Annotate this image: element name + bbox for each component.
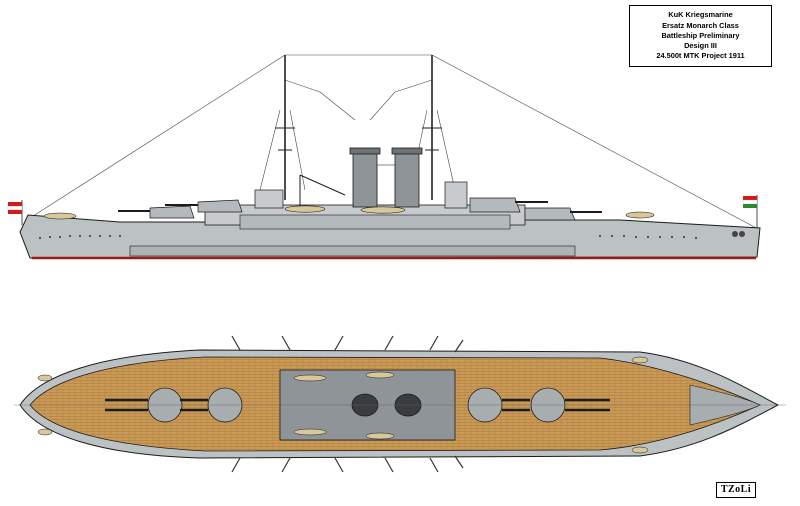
title-line-1: KuK Kriegsmarine — [668, 10, 733, 20]
stern-boat — [631, 356, 649, 364]
deck-boats — [293, 371, 395, 440]
portholes — [39, 235, 697, 239]
funnel-aft — [391, 147, 423, 208]
turret-x — [469, 197, 548, 213]
anchor-icon — [739, 231, 745, 237]
lifeboat — [625, 211, 655, 219]
title-line-5: 24.500t MTK Project 1911 — [656, 51, 745, 61]
aft-bridge — [444, 181, 468, 209]
title-line-4: Design III — [684, 41, 717, 51]
artist-signature: TZoLi — [716, 482, 756, 498]
fore-mast — [275, 55, 295, 200]
bow-boat — [37, 428, 53, 436]
funnel-lattice — [376, 164, 396, 206]
funnel-fore — [349, 147, 381, 208]
lifeboat — [43, 212, 77, 220]
stern-boat — [631, 446, 649, 454]
fore-bridge — [254, 189, 284, 209]
boat-crane — [299, 174, 346, 210]
jack-flag-icon — [742, 195, 758, 228]
side-profile — [7, 54, 761, 260]
turret-b — [165, 199, 243, 213]
boat-booms — [231, 335, 464, 473]
title-line-2: Ersatz Monarch Class — [662, 20, 739, 30]
austrian-ensign-icon — [7, 200, 23, 225]
turret-y — [524, 207, 602, 221]
bow-boat — [37, 374, 53, 382]
title-line-3: Battleship Preliminary — [661, 30, 740, 40]
turret-a — [118, 205, 195, 219]
title-block: KuK Kriegsmarine Ersatz Monarch Class Ba… — [629, 5, 772, 67]
anchor-icon — [732, 231, 738, 237]
lifeboat — [360, 206, 406, 214]
plan-view — [14, 335, 786, 473]
armor-belt — [129, 245, 576, 257]
main-mast — [422, 55, 442, 200]
casemate-deck — [239, 214, 511, 230]
lifeboat — [284, 205, 326, 213]
